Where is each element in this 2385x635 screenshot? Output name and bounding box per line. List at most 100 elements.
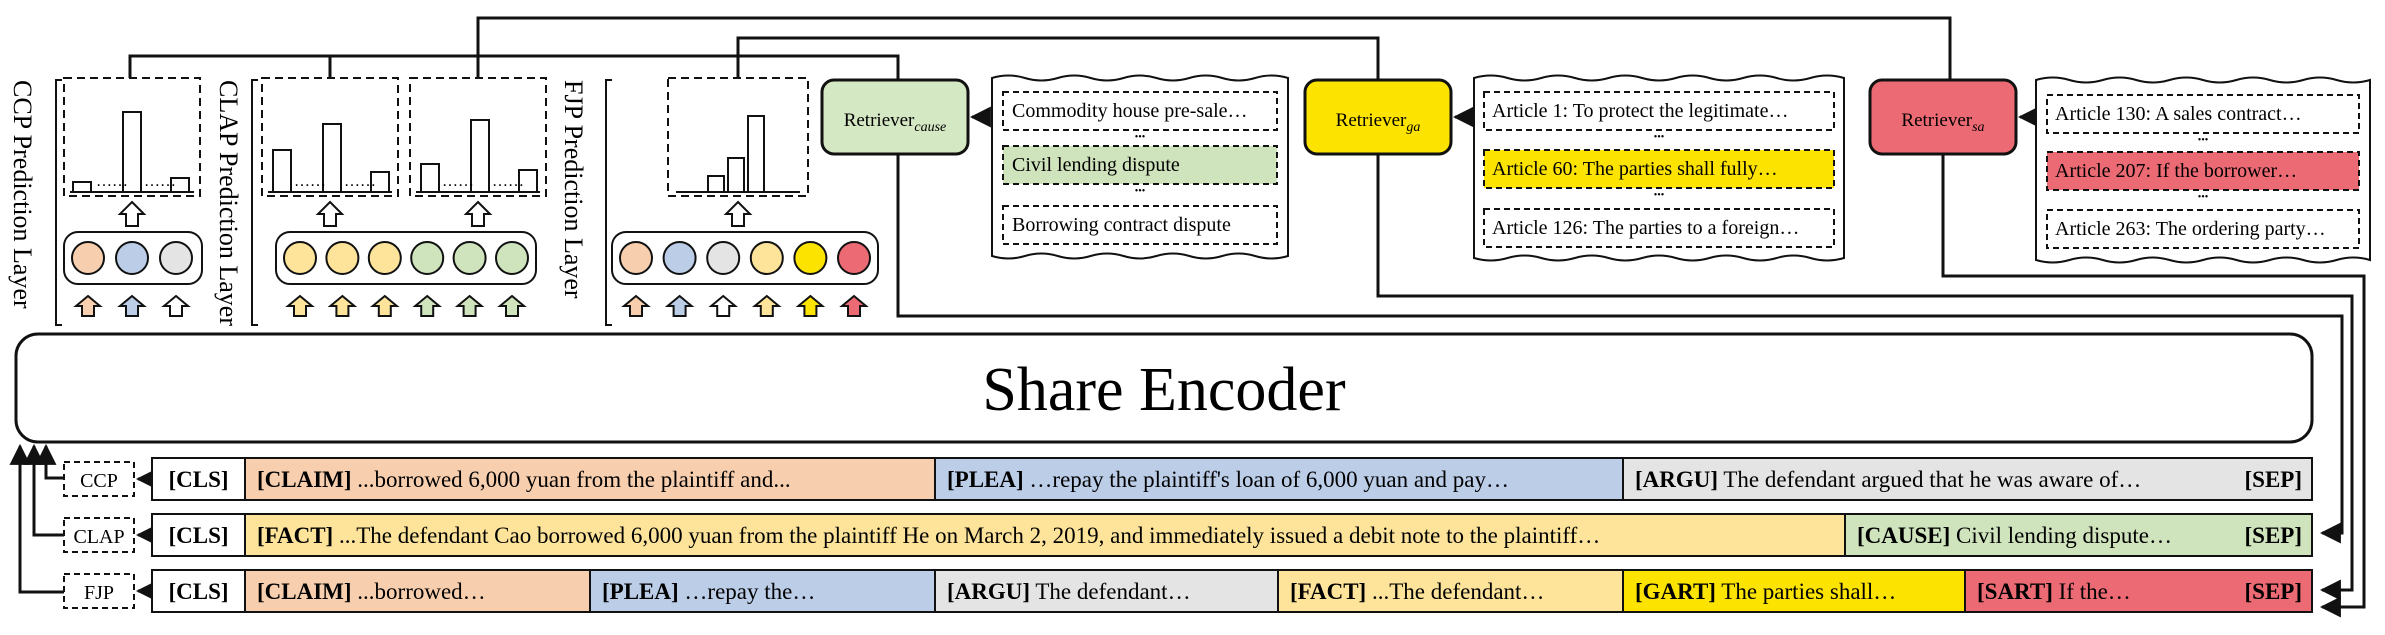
clap-input-arrow	[412, 294, 442, 317]
clap-input-arrows	[285, 294, 527, 317]
clap-input-arrow	[327, 294, 358, 317]
ccp-segment-text: [ARGU] The defendant argued that he was …	[1635, 467, 2141, 492]
svg-text:•••: •••	[1654, 132, 1665, 143]
ccp-token-circles	[71, 241, 193, 275]
fjp-input-arrow	[795, 294, 826, 317]
svg-text:•••: •••	[1135, 186, 1146, 197]
clap-layer-label: CLAP Prediction Layer	[214, 80, 243, 326]
row-to-task-arrows	[135, 468, 157, 602]
ccp-input-arrow	[161, 294, 191, 317]
svg-text:……: ……	[492, 173, 524, 190]
ga-candidate-2: Article 60: The parties shall fully…	[1492, 158, 1778, 180]
task-feedback-lines	[9, 443, 64, 594]
clap-histogram-1: …… ……	[261, 77, 399, 197]
fjp-token-circle	[619, 241, 653, 275]
svg-text:Retrievercause: Retrievercause	[844, 110, 947, 135]
fjp-segment-text: [CLAIM] ...borrowed…	[257, 579, 486, 604]
svg-text:……: ……	[344, 173, 376, 190]
fjp-segment-text: [FACT] ...The defendant…	[1290, 579, 1544, 604]
clap-segment-text: [CLS]	[168, 523, 228, 548]
cause-candidate-3: Borrowing contract dispute	[1012, 214, 1231, 236]
fjp-input-arrow	[752, 294, 782, 317]
fjp-sep-token: [SEP]	[2245, 579, 2303, 604]
clap-segment-text: [FACT] ...The defendant Cao borrowed 6,0…	[257, 523, 1600, 548]
clap-token-circle	[410, 241, 445, 275]
sa-candidate-2: Article 207: If the borrower…	[2055, 160, 2297, 182]
fjp-input-arrow	[664, 294, 695, 317]
svg-text:……: ……	[294, 173, 326, 190]
ga-candidate-3: Article 126: The parties to a foreign…	[1492, 217, 1799, 239]
fjp-token-circles	[619, 241, 871, 275]
fjp-token-circle	[662, 241, 697, 275]
ccp-token-circle	[71, 241, 105, 275]
ga-candidate-1: Article 1: To protect the legitimate…	[1492, 100, 1788, 122]
layer-brackets	[55, 79, 612, 326]
clap-sep-token: [SEP]	[2245, 523, 2303, 548]
cause-candidate-1: Commodity house pre-sale…	[1012, 100, 1248, 122]
fjp-segment	[244, 569, 591, 613]
ccp-segment-text: [PLEA] …repay the plaintiff's loan of 6,…	[947, 467, 1509, 492]
ccp-input-arrow	[73, 294, 103, 317]
svg-text:Share Encoder: Share Encoder	[982, 356, 1346, 424]
svg-text:•••: •••	[2198, 135, 2209, 146]
svg-text:Retrieversa: Retrieversa	[1901, 110, 1984, 135]
histogram-up-arrows	[117, 200, 753, 227]
clap-input-arrow	[497, 294, 527, 317]
sa-candidate-list: Article 130: A sales contract… ••• Artic…	[2046, 94, 2360, 249]
retriever-sa: Retrieversa	[1868, 78, 2018, 156]
ccp-segment	[1622, 457, 2313, 501]
fjp-input-arrows	[621, 294, 869, 317]
svg-text:……: ……	[442, 173, 474, 190]
fjp-input-arrow	[708, 294, 738, 317]
fjp-token-circle	[706, 241, 741, 275]
clap-token-circle	[495, 241, 529, 275]
ccp-input-arrow	[117, 294, 147, 317]
ga-candidate-list: Article 1: To protect the legitimate… ••…	[1483, 91, 1835, 248]
task-label-ccp: CCP	[63, 461, 135, 497]
clap-histogram-2: …… ……	[409, 77, 547, 197]
ccp-input-arrows	[73, 294, 191, 317]
share-encoder: Share Encoder	[14, 332, 2314, 444]
fjp-token-circle	[749, 241, 784, 275]
fjp-segment	[1964, 569, 2313, 613]
fjp-segment-text: [ARGU] The defendant…	[947, 579, 1191, 604]
svg-text:CCP: CCP	[80, 470, 118, 492]
fjp-segment-text: [CLS]	[168, 579, 228, 604]
ccp-segment-text: [CLAIM] ...borrowed 6,000 yuan from the …	[257, 467, 791, 492]
task-label-fjp: FJP	[63, 573, 135, 609]
fjp-input-arrow	[621, 294, 651, 317]
clap-token-circles	[283, 241, 529, 275]
clap-input-arrow	[454, 294, 485, 317]
retriever-cause: Retrievercause	[820, 78, 970, 156]
svg-text:……: ……	[96, 173, 128, 190]
cause-candidate-list: Commodity house pre-sale… ••• Civil lend…	[1002, 91, 1278, 245]
retriever-ga: Retrieverga	[1303, 78, 1453, 156]
svg-text:Retrieverga: Retrieverga	[1336, 110, 1421, 135]
fjp-input-arrow	[839, 294, 869, 317]
fjp-segment-text: [SART] If the…	[1977, 579, 2131, 604]
ccp-token-circle	[159, 241, 193, 275]
clap-token-circle	[283, 241, 317, 275]
sa-candidate-3: Article 263: The ordering party…	[2055, 218, 2326, 240]
fjp-layer-label: FJP Prediction Layer	[559, 80, 588, 299]
fjp-segment	[1622, 569, 1966, 613]
task-label-clap: CLAP	[63, 517, 135, 553]
svg-text:•••: •••	[1654, 190, 1665, 201]
fjp-segment	[151, 569, 246, 613]
clap-input-arrow	[370, 294, 400, 317]
svg-text:CLAP: CLAP	[73, 526, 124, 548]
svg-text:•••: •••	[1135, 132, 1146, 143]
fjp-histogram	[667, 77, 809, 197]
clap-input-row: [CLS] [FACT] ...The defendant Cao borrowe…	[151, 513, 2313, 557]
clap-token-circle	[452, 241, 487, 275]
fjp-segment-text: [PLEA] …repay the…	[602, 579, 815, 604]
histogram-connectors	[128, 16, 1952, 80]
svg-text:•••: •••	[2198, 192, 2209, 203]
ccp-token-circle	[115, 241, 149, 275]
ccp-segment-text: [CLS]	[168, 467, 228, 492]
fjp-segment-text: [GART] The parties shall…	[1635, 579, 1896, 604]
ccp-segment	[151, 457, 246, 501]
cause-candidate-2: Civil lending dispute	[1012, 154, 1180, 176]
retriever-output-lines	[896, 154, 2366, 618]
